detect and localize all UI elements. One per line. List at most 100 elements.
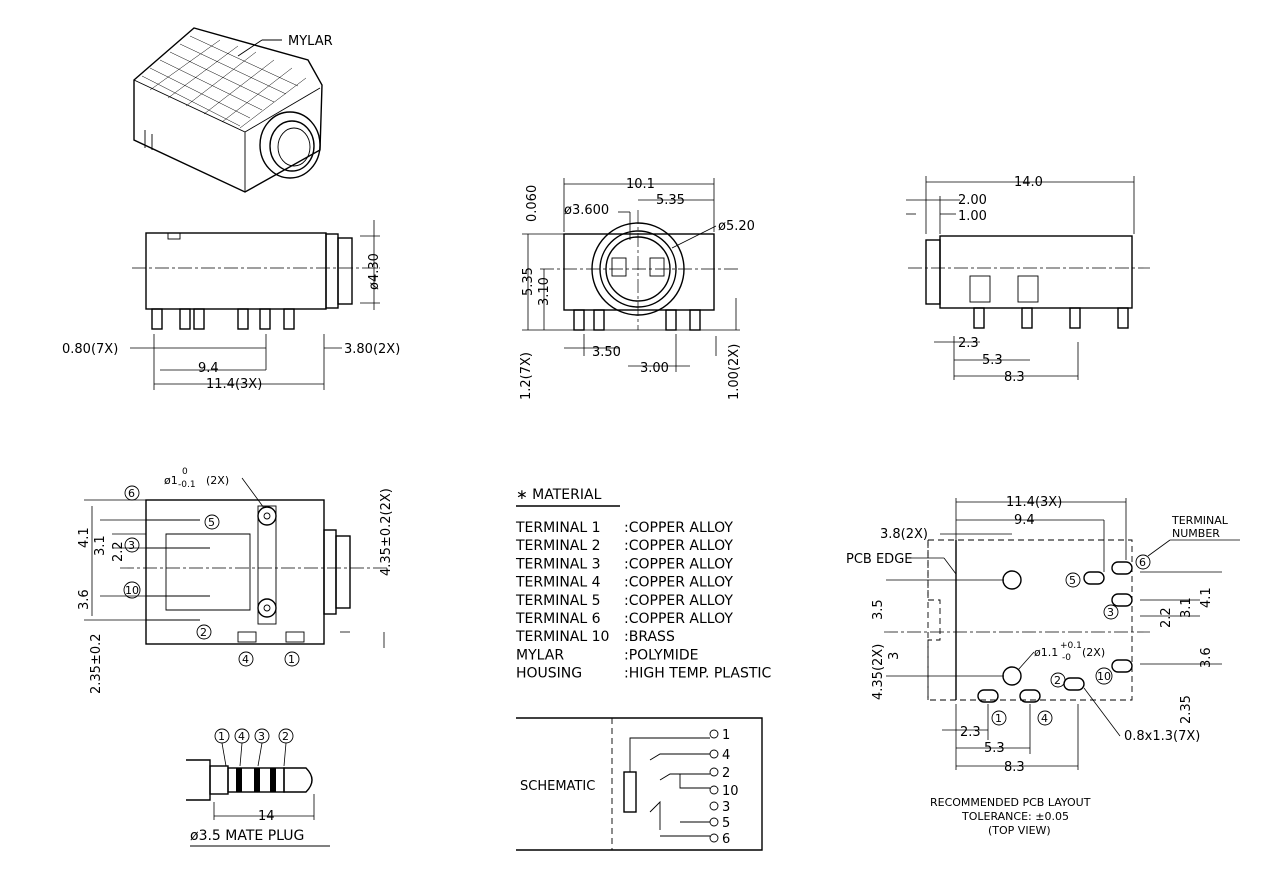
schematic-pin-label: 10: [722, 784, 739, 799]
pcb-hole-dim: ø1.1: [1034, 646, 1058, 659]
pcb-83-dim: 8.3: [1004, 760, 1025, 775]
pcb-terminal-number-l2: NUMBER: [1172, 527, 1220, 540]
material-name: TERMINAL 10: [515, 629, 609, 645]
material-name: TERMINAL 6: [515, 611, 601, 627]
front-pin-len-dim: 1.2(7X): [519, 352, 534, 400]
material-value: :COPPER ALLOY: [624, 593, 733, 609]
plug-title: ø3.5 MATE PLUG: [190, 828, 304, 844]
svg-text:1: 1: [995, 712, 1002, 725]
plug-terminal-3: 3: [254, 728, 270, 767]
plug-length-dim: 14: [258, 809, 275, 824]
pcb-terminal-2: 2: [1050, 672, 1066, 688]
mate-plug: 14 1 4 3 2 ø3.5 MATE PLUG: [186, 728, 330, 847]
pcb-22-dim: 2.2: [1159, 607, 1174, 628]
material-value: :COPPER ALLOY: [624, 538, 733, 554]
top-41-dim: 4.1: [77, 527, 92, 548]
svg-text:5: 5: [1069, 574, 1076, 587]
schematic-pin: 5: [709, 816, 730, 831]
pcb-terminal-number-l1: TERMINAL: [1171, 514, 1229, 527]
side-right-dim: 3.80(2X): [344, 342, 400, 357]
material-name: MYLAR: [516, 647, 564, 663]
top-terminal-10: 10: [123, 581, 141, 599]
side-view: ø4.30 0.80(7X) 9.4 11.4(3X) 3.80(2X): [62, 220, 400, 392]
svg-text:2: 2: [1054, 674, 1061, 687]
pcb-235-dim: 2.35: [1179, 695, 1194, 724]
pcb-terminal-10: 10: [1095, 667, 1113, 685]
pcb-pitch-dim: 9.4: [1014, 513, 1035, 528]
front-view: 10.1 5.35 0.060 ø3.600 ø5.20 5.35 3.10 1…: [519, 177, 755, 400]
schematic-pin: 3: [709, 800, 730, 815]
material-value: :COPPER ALLOY: [624, 575, 733, 591]
material-row: TERMINAL 4 :COPPER ALLOY: [515, 575, 733, 591]
plug-terminal-2: 2: [278, 728, 294, 767]
schematic-pin-circle: [709, 817, 719, 827]
pcb-38-dim: 3.8(2X): [880, 527, 928, 542]
pcb-terminal-5: 5: [1065, 572, 1081, 588]
svg-text:4: 4: [242, 653, 249, 666]
end-view: 14.0 2.00 1.00 2.3 5.3 8.3: [906, 175, 1150, 385]
side-diameter-dim: ø4.30: [367, 253, 382, 290]
material-name: TERMINAL 5: [515, 593, 601, 609]
top-31-dim: 3.1: [93, 535, 108, 556]
material-name: TERMINAL 2: [515, 538, 601, 554]
plug-terminal-4: 4: [234, 728, 250, 767]
pcb-terminal-1: 1: [991, 710, 1007, 726]
material-value: :BRASS: [624, 629, 675, 645]
pcb-overall-dim: 11.4(3X): [1006, 495, 1062, 510]
mylar-label: MYLAR: [288, 34, 333, 49]
plug-terminal-1: 1: [214, 728, 230, 767]
svg-text:3: 3: [258, 730, 265, 743]
schematic-pin: 2: [709, 766, 730, 781]
end-d-dim: 5.3: [982, 353, 1003, 368]
schematic-pin-circle: [709, 767, 719, 777]
pcb-terminal-3: 3: [1103, 604, 1119, 620]
material-name: HOUSING: [516, 666, 582, 682]
schematic-pin: 10: [709, 784, 739, 799]
end-overall-dim: 14.0: [1014, 175, 1043, 190]
svg-text:3: 3: [1107, 606, 1114, 619]
pcb-terminal-4: 4: [1037, 710, 1053, 726]
pcb-caption-line3: (TOP VIEW): [988, 824, 1051, 837]
material-row: TERMINAL 10 :BRASS: [515, 629, 675, 645]
pcb-caption-line1: RECOMMENDED PCB LAYOUT: [930, 796, 1091, 809]
svg-text:4: 4: [1041, 712, 1048, 725]
svg-text:2: 2: [200, 626, 207, 639]
pcb-hole-qty: (2X): [1082, 646, 1105, 659]
front-outer-dia-dim: ø5.20: [718, 219, 755, 234]
top-hole-tol-lower: -0.1: [178, 480, 196, 490]
material-row: TERMINAL 2 :COPPER ALLOY: [515, 538, 733, 554]
side-pitch-dim: 9.4: [198, 361, 219, 376]
top-hole-tol-upper: 0: [182, 467, 188, 477]
material-row: TERMINAL 6 :COPPER ALLOY: [515, 611, 733, 627]
front-offset-dim: 5.35: [656, 193, 685, 208]
front-pin-b-dim: 3.00: [640, 361, 669, 376]
schematic-pin-label: 4: [722, 748, 730, 763]
front-top-dim: 0.060: [525, 185, 540, 222]
front-pin-c-dim: 1.00(2X): [727, 344, 742, 400]
material-value: :COPPER ALLOY: [624, 520, 733, 536]
pcb-36-dim: 3.6: [1199, 647, 1214, 668]
svg-text:1: 1: [218, 730, 225, 743]
svg-text:4: 4: [238, 730, 245, 743]
material-value: :COPPER ALLOY: [624, 611, 733, 627]
pcb-hole-tol-upper: +0.1: [1060, 641, 1082, 651]
pcb-caption-line2: TOLERANCE: ±0.05: [961, 810, 1069, 823]
end-b-dim: 1.00: [958, 209, 987, 224]
pcb-35-dim: 3.5: [871, 599, 886, 620]
svg-text:10: 10: [125, 584, 139, 597]
svg-text:2: 2: [282, 730, 289, 743]
isometric-view: MYLAR: [133, 27, 333, 193]
material-name: TERMINAL 4: [515, 575, 601, 591]
schematic-pin-circle: [709, 785, 719, 795]
top-terminal-5: 5: [204, 514, 220, 530]
top-hole-dim: ø1: [164, 474, 178, 487]
top-terminal-2: 2: [196, 624, 212, 640]
schematic-pin-label: 6: [722, 832, 730, 847]
end-a-dim: 2.00: [958, 193, 987, 208]
end-e-dim: 8.3: [1004, 370, 1025, 385]
material-name: TERMINAL 1: [515, 520, 601, 536]
pcb-terminal-6: 6: [1135, 554, 1151, 570]
pcb-edge-label: PCB EDGE: [846, 552, 912, 567]
